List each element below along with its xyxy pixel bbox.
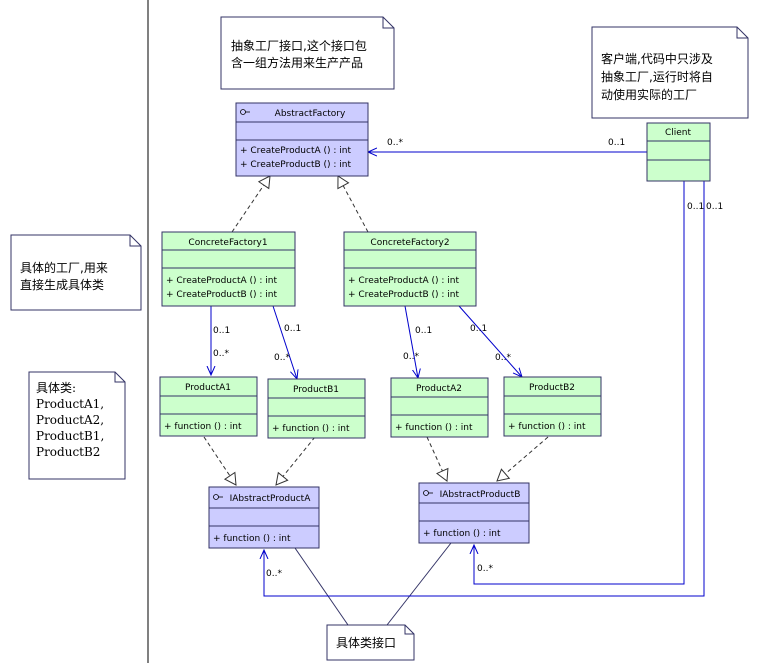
multiplicity-label: 0..* <box>266 569 282 579</box>
note-anchor-line <box>386 542 452 626</box>
class-abstract-factory[interactable]: AbstractFactory + CreateProductA () : in… <box>235 102 369 177</box>
class-product-b2[interactable]: ProductB2 + function () : int <box>503 376 602 437</box>
class-name: Client <box>665 128 692 138</box>
class-member: + CreateProductB () : int <box>348 290 459 300</box>
multiplicity-label: 0..1 <box>284 324 301 334</box>
note-text-line: 具体类接口 <box>336 635 396 650</box>
class-name: ProductA2 <box>416 384 462 394</box>
multiplicity-label: 0..* <box>213 349 229 359</box>
note-concrete-products: 具体类: ProductA1, ProductA2, ProductB1, Pr… <box>28 371 126 480</box>
note-text-line: ProductA2, <box>36 413 104 427</box>
note-concrete-factory: 具体的工厂,用来 直接生成具体类 <box>10 234 142 311</box>
class-concrete-factory-2[interactable]: ConcreteFactory2 + CreateProductA () : i… <box>343 231 477 307</box>
note-text-line: 具体类: <box>36 381 76 395</box>
class-member: + function () : int <box>508 422 586 432</box>
realization-a1 <box>203 436 237 486</box>
multiplicity-label: 0..1 <box>213 326 230 336</box>
multiplicity-label: 0..* <box>387 138 403 148</box>
class-name: IAbstractProductA <box>230 494 312 504</box>
class-concrete-factory-1[interactable]: ConcreteFactory1 + CreateProductA () : i… <box>161 231 296 307</box>
realization-a2 <box>426 436 449 482</box>
note-text-line: 客户端,代码中只涉及 <box>601 51 713 66</box>
interface-icon <box>423 490 433 496</box>
class-name: ProductB1 <box>293 385 339 395</box>
association-cf2-a2 <box>404 305 418 378</box>
note-text-line: 动使用实际的工厂 <box>601 87 697 102</box>
class-member: + function () : int <box>272 424 350 434</box>
multiplicity-label: 0..1 <box>706 202 723 212</box>
note-anchor-line <box>294 547 349 626</box>
association-client-ipb <box>474 181 685 585</box>
realization-b2 <box>496 436 549 482</box>
note-text-line: ProductA1, <box>36 397 104 411</box>
multiplicity-label: 0..1 <box>470 324 487 334</box>
multiplicity-label: 0..1 <box>608 138 625 148</box>
class-name: ProductB2 <box>529 383 575 393</box>
class-member: + CreateProductA () : int <box>348 276 459 286</box>
note-text-line: 具体的工厂,用来 <box>20 260 108 275</box>
multiplicity-label: 0..* <box>274 353 290 363</box>
note-client: 客户端,代码中只涉及 抽象工厂,运行时将自 动使用实际的工厂 <box>591 26 749 119</box>
association-cf2-b2 <box>458 305 522 377</box>
note-text-line: ProductB1, <box>36 429 104 443</box>
class-member: + function () : int <box>164 422 242 432</box>
class-member: + CreateProductB () : int <box>166 290 277 300</box>
class-product-a1[interactable]: ProductA1 + function () : int <box>159 376 258 437</box>
class-member: + function () : int <box>423 529 501 539</box>
realization-cf1 <box>231 175 271 233</box>
multiplicity-label: 0..* <box>477 564 493 574</box>
realization-cf2 <box>337 175 369 233</box>
interface-iabstract-product-a[interactable]: IAbstractProductA + function () : int <box>208 486 320 549</box>
class-name: ConcreteFactory1 <box>188 238 267 248</box>
class-member: + function () : int <box>213 534 291 544</box>
note-text-line: 抽象工厂,运行时将自 <box>601 70 713 84</box>
association-cf1-b1 <box>272 305 297 379</box>
multiplicity-label: 0..1 <box>687 202 704 212</box>
interface-icon <box>213 494 223 500</box>
class-product-b1[interactable]: ProductB1 + function () : int <box>267 378 366 439</box>
class-name: IAbstractProductB <box>440 490 521 500</box>
class-name: ConcreteFactory2 <box>370 238 449 248</box>
class-client[interactable]: Client <box>646 122 711 182</box>
class-name: AbstractFactory <box>275 109 346 119</box>
note-text-line: 抽象工厂接口,这个接口包 <box>231 38 367 53</box>
note-text-line: 直接生成具体类 <box>20 277 104 292</box>
class-member: + CreateProductB () : int <box>240 160 351 170</box>
class-name: ProductA1 <box>185 383 231 393</box>
class-member: + CreateProductA () : int <box>240 146 351 156</box>
note-text-line: ProductB2 <box>36 445 100 459</box>
class-member: + CreateProductA () : int <box>166 276 277 286</box>
note-abstract-factory: 抽象工厂接口,这个接口包 含一组方法用来生产产品 <box>220 16 395 90</box>
interface-iabstract-product-b[interactable]: IAbstractProductB + function () : int <box>418 482 530 544</box>
multiplicity-label: 0..* <box>403 352 419 362</box>
note-product-interface: 具体类接口 <box>326 624 415 661</box>
class-member: + function () : int <box>395 423 473 433</box>
multiplicity-label: 0..* <box>495 353 511 363</box>
association-client-ipa <box>264 181 705 597</box>
class-product-a2[interactable]: ProductA2 + function () : int <box>390 377 489 438</box>
realization-b1 <box>275 436 316 486</box>
multiplicity-label: 0..1 <box>415 326 432 336</box>
interface-icon <box>240 109 250 115</box>
note-text-line: 含一组方法用来生产产品 <box>231 55 363 70</box>
